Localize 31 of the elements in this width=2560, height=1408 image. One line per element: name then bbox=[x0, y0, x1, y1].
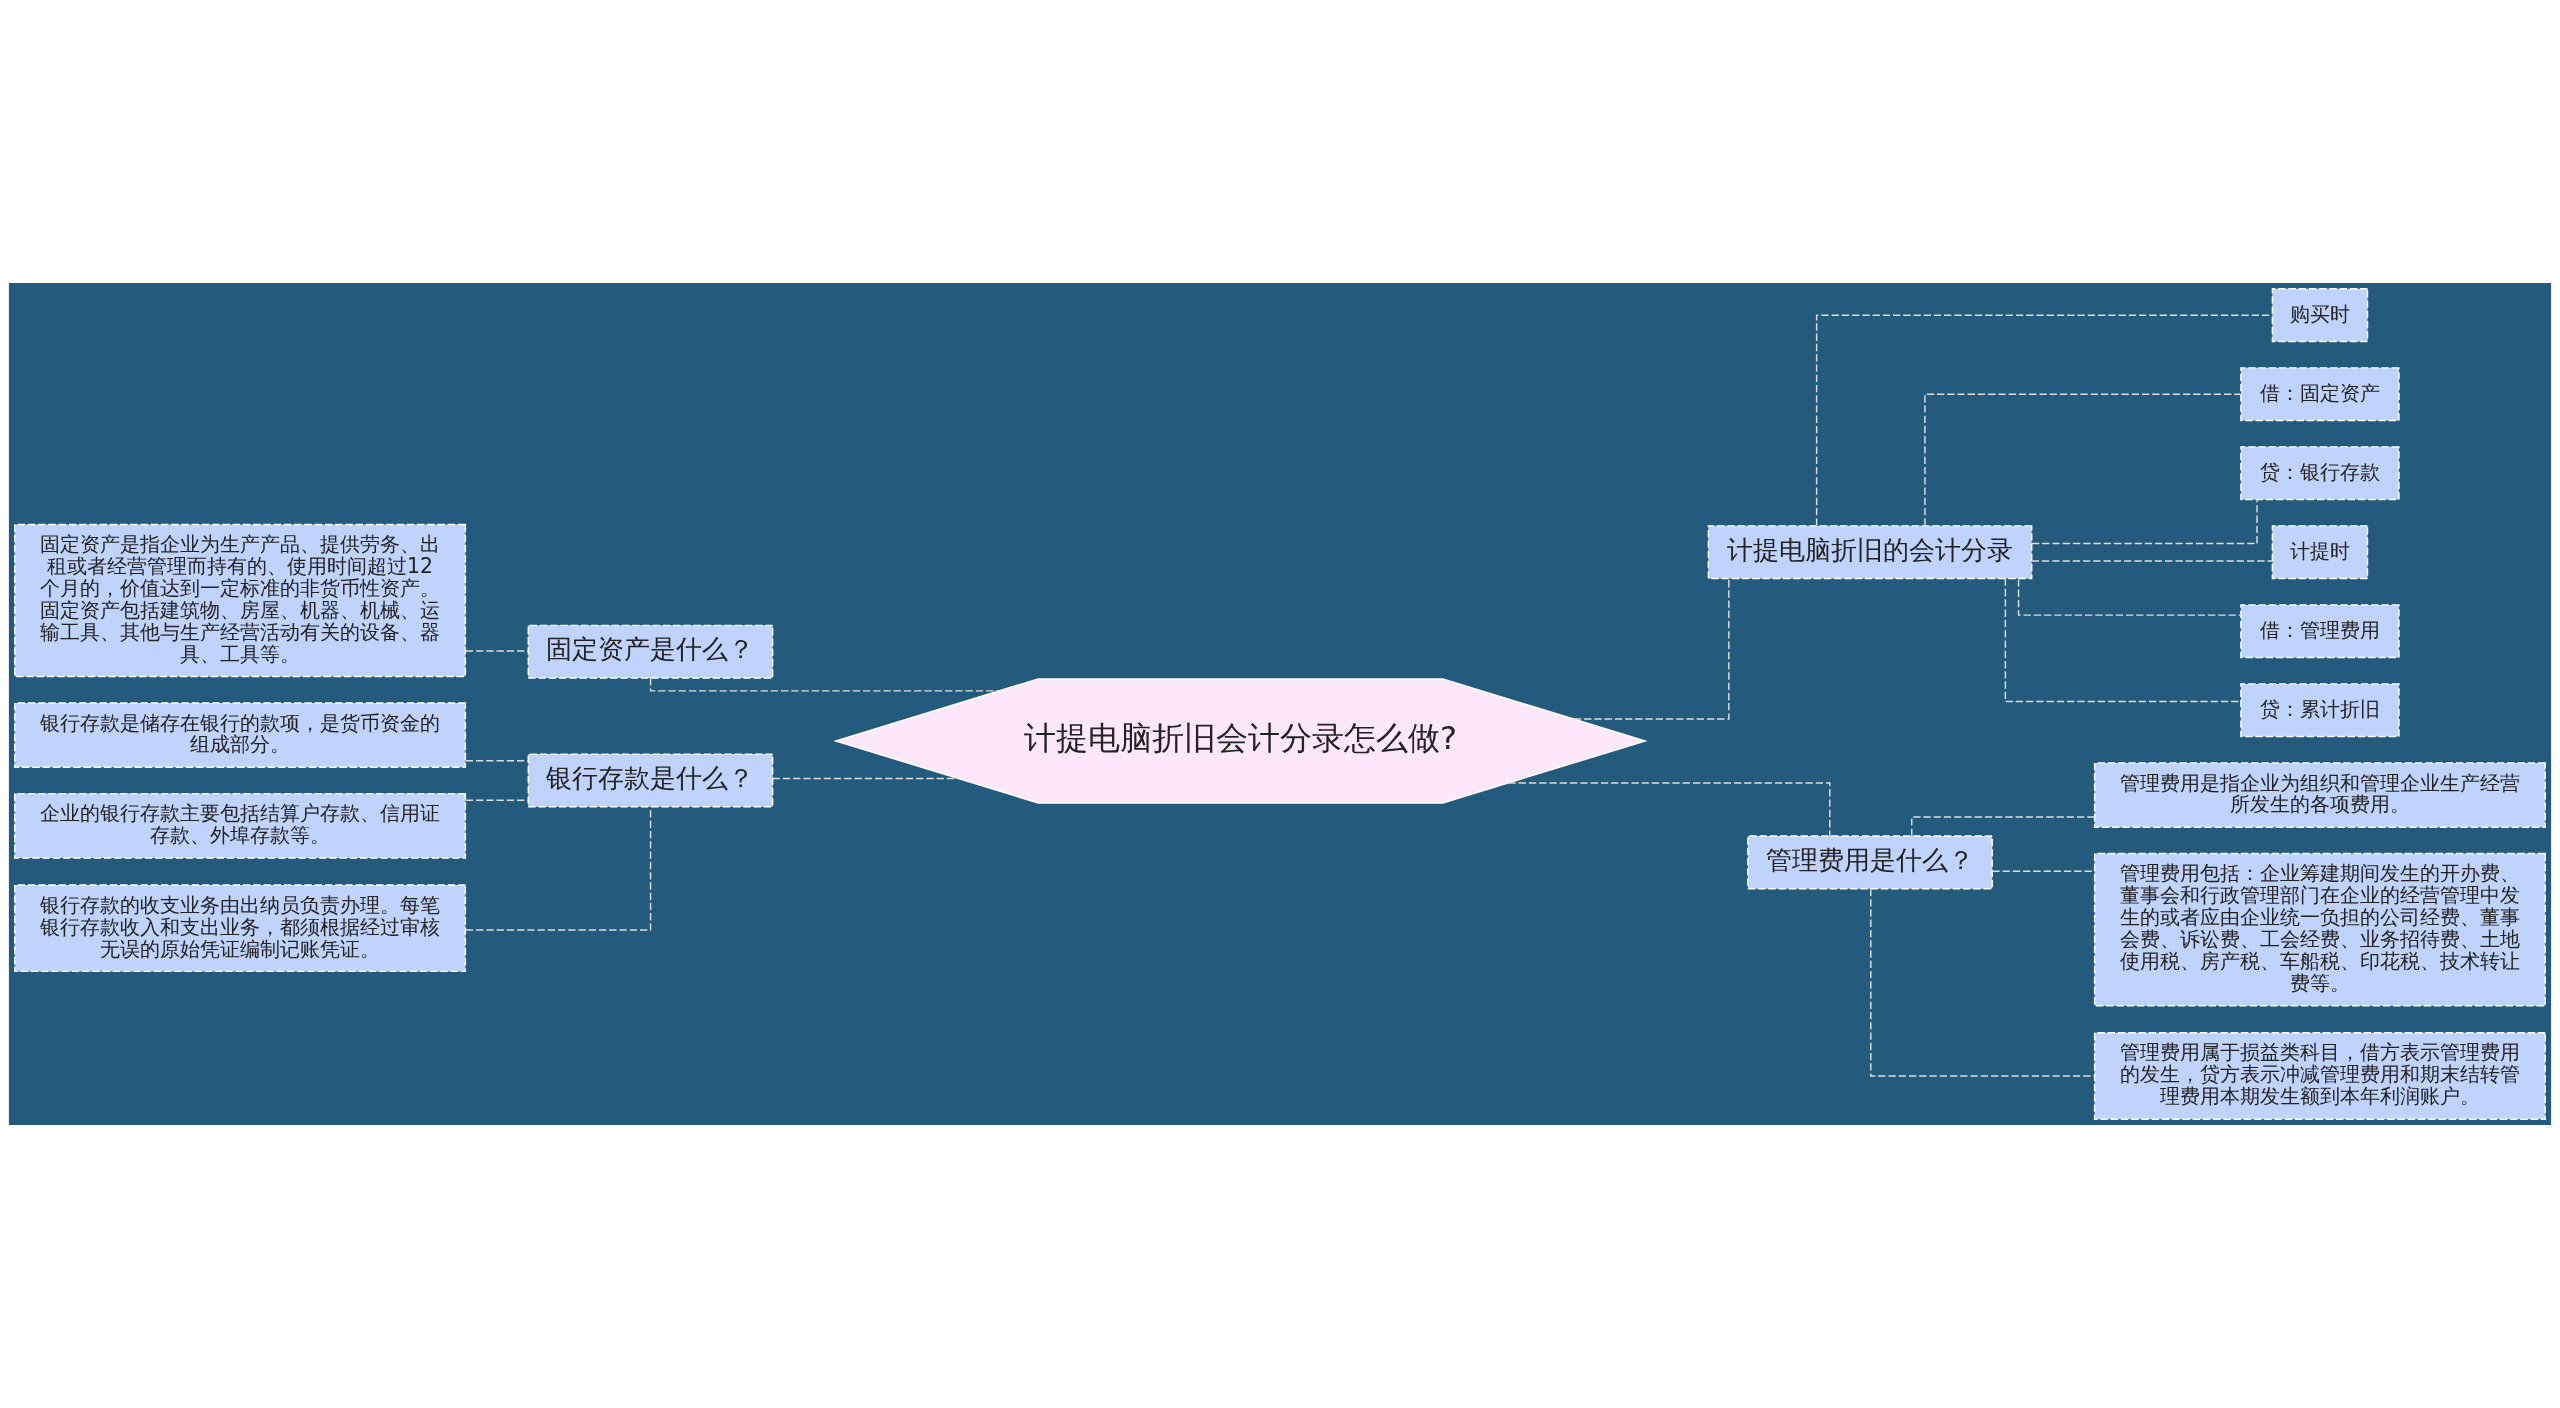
node-box: 贷：银行存款 bbox=[2240, 446, 2400, 501]
connector bbox=[2017, 578, 2242, 616]
node-box: 借：管理费用 bbox=[2240, 604, 2400, 659]
node-box: 固定资产是指企业为生产产品、提供劳务、出租或者经营管理而持有的、使用时间超过12个月的，价值达到一定标准的非货币性资产。固定资产包括建筑物、房屋、机器、机械、运输工具、其他与生产经营活动有关的设备、器具、工具等。 bbox=[14, 523, 467, 678]
connector bbox=[465, 806, 652, 931]
node-box: 银行存款的收支业务由出纳员负责办理。每笔银行存款收入和支出业务，都须根据经过审核无误的原始凭证编制记账凭证。 bbox=[14, 884, 467, 973]
connector bbox=[2004, 578, 2242, 703]
node-box: 购买时 bbox=[2271, 288, 2369, 343]
connector bbox=[1870, 888, 2095, 1077]
connector bbox=[2031, 499, 2258, 545]
node-box: 计提电脑折旧的会计分录 bbox=[1707, 525, 2033, 580]
node-box: 计提时 bbox=[2271, 525, 2369, 580]
node-box: 贷：累计折旧 bbox=[2240, 683, 2400, 738]
connector bbox=[464, 799, 529, 801]
node-box: 管理费用是什么？ bbox=[1747, 835, 1993, 890]
node-box: 管理费用包括：企业筹建期间发生的开办费、董事会和行政管理部门在企业的经营管理中发生的或者应由企业统一负担的公司经费、董事会费、诉讼费、工会经费、业务招待费、土地使用税、房产税、车船税、印花税、技术转让费等。 bbox=[2093, 852, 2546, 1007]
connector bbox=[649, 677, 1000, 692]
connector bbox=[1572, 577, 1730, 720]
connector bbox=[464, 759, 529, 762]
node-box: 银行存款是储存在银行的款项，是货币资金的组成部分。 bbox=[14, 702, 467, 768]
connector bbox=[464, 650, 529, 652]
node-box: 固定资产是什么？ bbox=[527, 624, 774, 679]
node-box: 管理费用属于损益类科目，借方表示管理费用的发生，贷方表示冲减管理费用和期末结转管理费用本期发生额到本年利润账户。 bbox=[2093, 1032, 2546, 1120]
connector bbox=[1507, 782, 1831, 837]
node-box: 银行存款是什么？ bbox=[527, 753, 774, 808]
node-box: 借：固定资产 bbox=[2240, 367, 2400, 422]
connector bbox=[772, 777, 960, 780]
node-box: 企业的银行存款主要包括结算户存款、信用证存款、外埠存款等。 bbox=[14, 792, 467, 859]
connector bbox=[1924, 393, 2242, 527]
node-box: 管理费用是指企业为组织和管理企业生产经营所发生的各项费用。 bbox=[2093, 762, 2546, 828]
connector bbox=[2031, 560, 2273, 562]
